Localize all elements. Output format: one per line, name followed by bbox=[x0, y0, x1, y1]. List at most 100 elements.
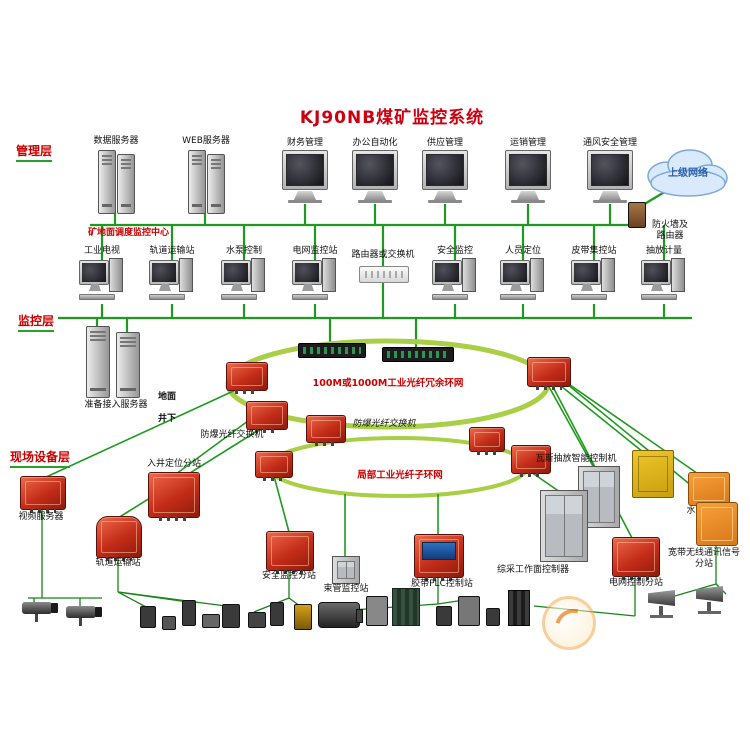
gas-sensor-icon bbox=[294, 604, 312, 630]
page-title: KJ90NB煤矿监控系统 bbox=[299, 108, 485, 128]
roadway-lamp-icon bbox=[648, 590, 684, 620]
motor-icon bbox=[318, 602, 363, 628]
belt-plc-icon bbox=[414, 534, 464, 581]
ring-switch-right-icon bbox=[527, 357, 571, 390]
grid-monitoring-label: 电网监控站 bbox=[292, 246, 338, 256]
router-switch-icon bbox=[359, 266, 409, 283]
web-server-tower-icon bbox=[188, 150, 206, 214]
ring-rack-switch2-icon bbox=[382, 347, 454, 362]
power-grid-substation-icon bbox=[612, 537, 660, 580]
supply-label: 供应管理 bbox=[426, 138, 463, 148]
entry-positioning-label: 入井定位分站 bbox=[146, 459, 201, 469]
belt-control-label: 皮带集控站 bbox=[571, 246, 617, 256]
cctv-camera-icon bbox=[22, 598, 62, 624]
video-server-icon bbox=[20, 476, 66, 513]
subring-switch-left-icon bbox=[255, 451, 293, 481]
ground-label: 地面 bbox=[157, 392, 176, 402]
firewall-router-label: 防火墙及路由器 bbox=[651, 220, 688, 241]
ventilation-label: 通风安全管理 bbox=[582, 138, 637, 148]
subring-switch-right-icon bbox=[511, 445, 551, 477]
safety-monitoring-label: 安全监控 bbox=[436, 246, 473, 256]
firewall-router-icon bbox=[628, 202, 646, 228]
sensor5-icon bbox=[222, 604, 240, 628]
cloud-icon bbox=[647, 149, 728, 197]
rail-transport-substation-icon bbox=[96, 516, 142, 561]
layer-label-management: 管理层 bbox=[16, 142, 53, 162]
tube-monitoring-icon bbox=[332, 556, 360, 584]
sensor4-icon bbox=[202, 614, 220, 628]
safety-substation-label: 安全监控分站 bbox=[261, 571, 316, 581]
underground-label: 井下 bbox=[157, 414, 176, 424]
tube-monitoring-label: 束管监控站 bbox=[323, 584, 369, 594]
pump-control-workstation bbox=[221, 258, 267, 308]
sales-label: 运销管理 bbox=[509, 138, 546, 148]
sensor-icon bbox=[140, 606, 156, 628]
sensor7-icon bbox=[270, 602, 284, 626]
layer-label-field: 现场设备层 bbox=[10, 448, 71, 468]
main-ring-label: 100M或1000M工业光纤冗余环网 bbox=[312, 378, 464, 389]
wireless-substation-icon bbox=[696, 502, 738, 546]
subring-switch-top-icon bbox=[469, 427, 505, 455]
sensor6-icon bbox=[248, 612, 266, 628]
access-server-tower2-icon bbox=[116, 332, 140, 398]
office-automation-label: 办公自动化 bbox=[352, 138, 398, 148]
belt-plc-label: 胶带PLC控制站 bbox=[411, 579, 473, 589]
ring-switch-mid-icon bbox=[306, 415, 346, 446]
data-server-tower-icon bbox=[98, 150, 116, 214]
ring-switch-left-icon bbox=[226, 362, 268, 394]
watermark-logo bbox=[542, 596, 596, 650]
mining-face-label: 综采工作面控制器 bbox=[496, 565, 569, 575]
grid-monitoring-workstation bbox=[292, 258, 338, 308]
personnel-positioning-workstation bbox=[500, 258, 546, 308]
transformer-icon bbox=[392, 588, 420, 626]
drainage-metering-workstation bbox=[641, 258, 687, 308]
sales-monitor-icon bbox=[505, 150, 551, 204]
fiber-switch-left-label: 防爆光纤交换机 bbox=[200, 430, 264, 440]
gas-drainage-label: 瓦斯抽放智能控制机 bbox=[535, 454, 617, 464]
access-server-tower-icon bbox=[86, 326, 110, 398]
sensor3-icon bbox=[182, 600, 196, 626]
finance-label: 财务管理 bbox=[286, 138, 323, 148]
sensor2-icon bbox=[162, 616, 176, 630]
rail-transport-station-label: 轨道运输站 bbox=[149, 246, 195, 256]
video-server-label: 视频服务器 bbox=[18, 512, 64, 522]
router-switch-label: 路由器或交换机 bbox=[351, 250, 415, 260]
belt-control-workstation bbox=[571, 258, 617, 308]
upper-network-label: 上级网络 bbox=[668, 168, 708, 179]
wireless-substation-label: 宽带无线通讯信号分站 bbox=[667, 548, 740, 569]
dispatch-center-label: 矿地面调度监控中心 bbox=[88, 228, 170, 238]
layer-label-monitoring: 监控层 bbox=[18, 312, 55, 332]
roadway-lamp2-icon bbox=[696, 586, 732, 616]
fiber-switch-mid-label: 防爆光纤交换机 bbox=[352, 419, 416, 429]
transformer2-icon bbox=[508, 590, 530, 626]
finance-monitor-icon bbox=[282, 150, 328, 204]
web-server-tower2-icon bbox=[207, 154, 225, 214]
industrial-tv-workstation bbox=[79, 258, 125, 308]
sub-ring-label: 局部工业光纤子环网 bbox=[357, 470, 443, 481]
sensor9-icon bbox=[458, 596, 480, 626]
yellow-equipment-icon bbox=[632, 450, 674, 498]
access-server-label: 准备接入服务器 bbox=[84, 400, 148, 410]
drainage-metering-label: 抽放计量 bbox=[645, 246, 682, 256]
entry-positioning-icon bbox=[148, 472, 200, 521]
ring-switch-bottomleft-icon bbox=[246, 401, 288, 433]
personnel-positioning-label: 人员定位 bbox=[504, 246, 541, 256]
supply-monitor-icon bbox=[422, 150, 468, 204]
office-monitor-icon bbox=[352, 150, 398, 204]
trunk-lines bbox=[58, 189, 692, 350]
ring-rack-switch-icon bbox=[298, 343, 366, 358]
industrial-tv-label: 工业电视 bbox=[83, 246, 120, 256]
sensor10-icon bbox=[486, 608, 500, 626]
sensor8-icon bbox=[436, 606, 452, 626]
web-server-label: WEB服务器 bbox=[182, 136, 230, 146]
ventilation-monitor-icon bbox=[587, 150, 633, 204]
rail-transport-workstation bbox=[149, 258, 195, 308]
mining-face-cabinet-icon bbox=[540, 490, 588, 562]
pump-control-label: 水泵控制 bbox=[225, 246, 262, 256]
rail-transport-substation-label: 轨道运输站 bbox=[95, 558, 141, 568]
power-grid-substation-label: 电网控制分站 bbox=[608, 578, 663, 588]
data-server-label: 数据服务器 bbox=[93, 136, 139, 146]
cctv-camera2-icon bbox=[66, 602, 106, 628]
data-server-tower2-icon bbox=[117, 154, 135, 214]
